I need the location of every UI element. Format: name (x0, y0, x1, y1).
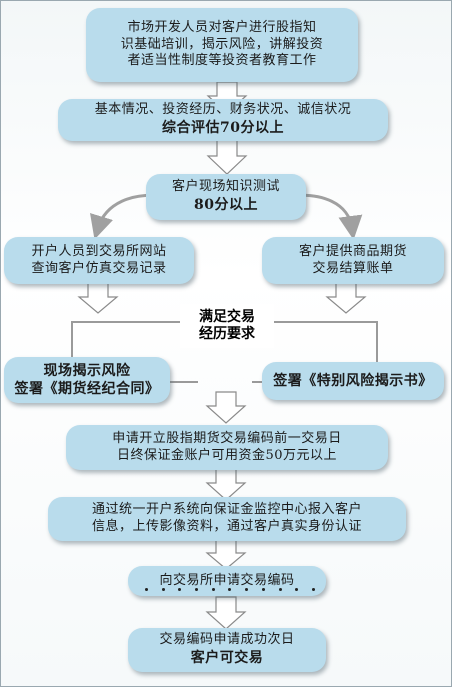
step-text-bold: 80分以上 (194, 197, 258, 214)
step-text-bold: 签署《期货经纪合同》 (14, 381, 160, 397)
bracket-top (71, 321, 378, 362)
step-text: 者适当性制度等投资者教育工作 (127, 53, 317, 69)
arrow-merge (205, 391, 247, 424)
step-text: 市场开发人员对客户进行股指知 (127, 19, 317, 35)
step-text: 通过统一开户系统向保证金监控中心报入客户 (91, 502, 362, 518)
step-text: 向交易所申请交易编码 (159, 572, 295, 588)
step-text: 基本情况、投资经历、财务状况、诚信状况 (94, 102, 352, 118)
step-text: 交易编码申请成功次日 (159, 632, 295, 648)
simulated-trading-check-box: 开户人员到交易所网站 查询客户仿真交易记录 (4, 237, 194, 284)
settlement-statement-box: 客户提供商品期货 交易结算账单 (262, 237, 444, 284)
step-text: 客户提供商品期货 (298, 243, 407, 259)
arrow-right-down (325, 282, 367, 314)
requirement-text: 满足交易 (199, 308, 255, 325)
step-text-bold: 签署《特别风险揭示书》 (273, 372, 433, 389)
arrow-2 (206, 139, 248, 175)
step-text-bold: 客户可交易 (190, 650, 264, 667)
education-step-box: 市场开发人员对客户进行股指知 识基础培训，揭示风险，讲解投资 者适当性制度等投资… (86, 8, 358, 82)
requirement-text: 经历要求 (199, 326, 255, 342)
risk-disclosure-box: 签署《特别风险揭示书》 (262, 362, 444, 400)
step-text: 客户现场知识测试 (171, 179, 280, 195)
step-text: 开户人员到交易所网站 (31, 243, 167, 259)
step-text: 信息，上传影像资料，通过客户真实身份认证 (91, 519, 362, 534)
experience-requirement-label: 满足交易 经历要求 (180, 304, 274, 348)
step-text: 日终保证金账户可用资金50万元以上 (116, 447, 338, 463)
arrow-left-down (77, 282, 119, 314)
brokerage-contract-box: 现场揭示风险 签署《期货经纪合同》 (4, 357, 170, 403)
arrow-4 (205, 539, 247, 570)
step-text: 交易结算账单 (312, 260, 394, 276)
step-text: 识基础培训，揭示风险，讲解投资 (120, 36, 324, 52)
trading-start-box: 交易编码申请成功次日 客户可交易 (128, 628, 326, 672)
identity-verification-box: 通过统一开户系统向保证金监控中心报入客户 信息，上传影像资料，通过客户真实身份认… (48, 497, 406, 541)
knowledge-test-box: 客户现场知识测试 80分以上 (146, 174, 306, 220)
assessment-step-box: 基本情况、投资经历、财务状况、诚信状况 综合评估70分以上 (58, 99, 388, 141)
dotted-underline (145, 588, 315, 594)
arrow-3 (205, 468, 247, 501)
step-text-bold: 综合评估70分以上 (162, 120, 284, 137)
step-text: 查询客户仿真交易记录 (31, 260, 167, 276)
step-text-bold: 现场揭示风险 (43, 362, 131, 379)
arrow-5 (205, 596, 247, 630)
step-text: 申请开立股指期货交易编码前一交易日 (112, 430, 342, 446)
apply-trading-code-box: 向交易所申请交易编码 (128, 566, 326, 596)
margin-fund-box: 申请开立股指期货交易编码前一交易日 日终保证金账户可用资金50万元以上 (66, 425, 388, 470)
